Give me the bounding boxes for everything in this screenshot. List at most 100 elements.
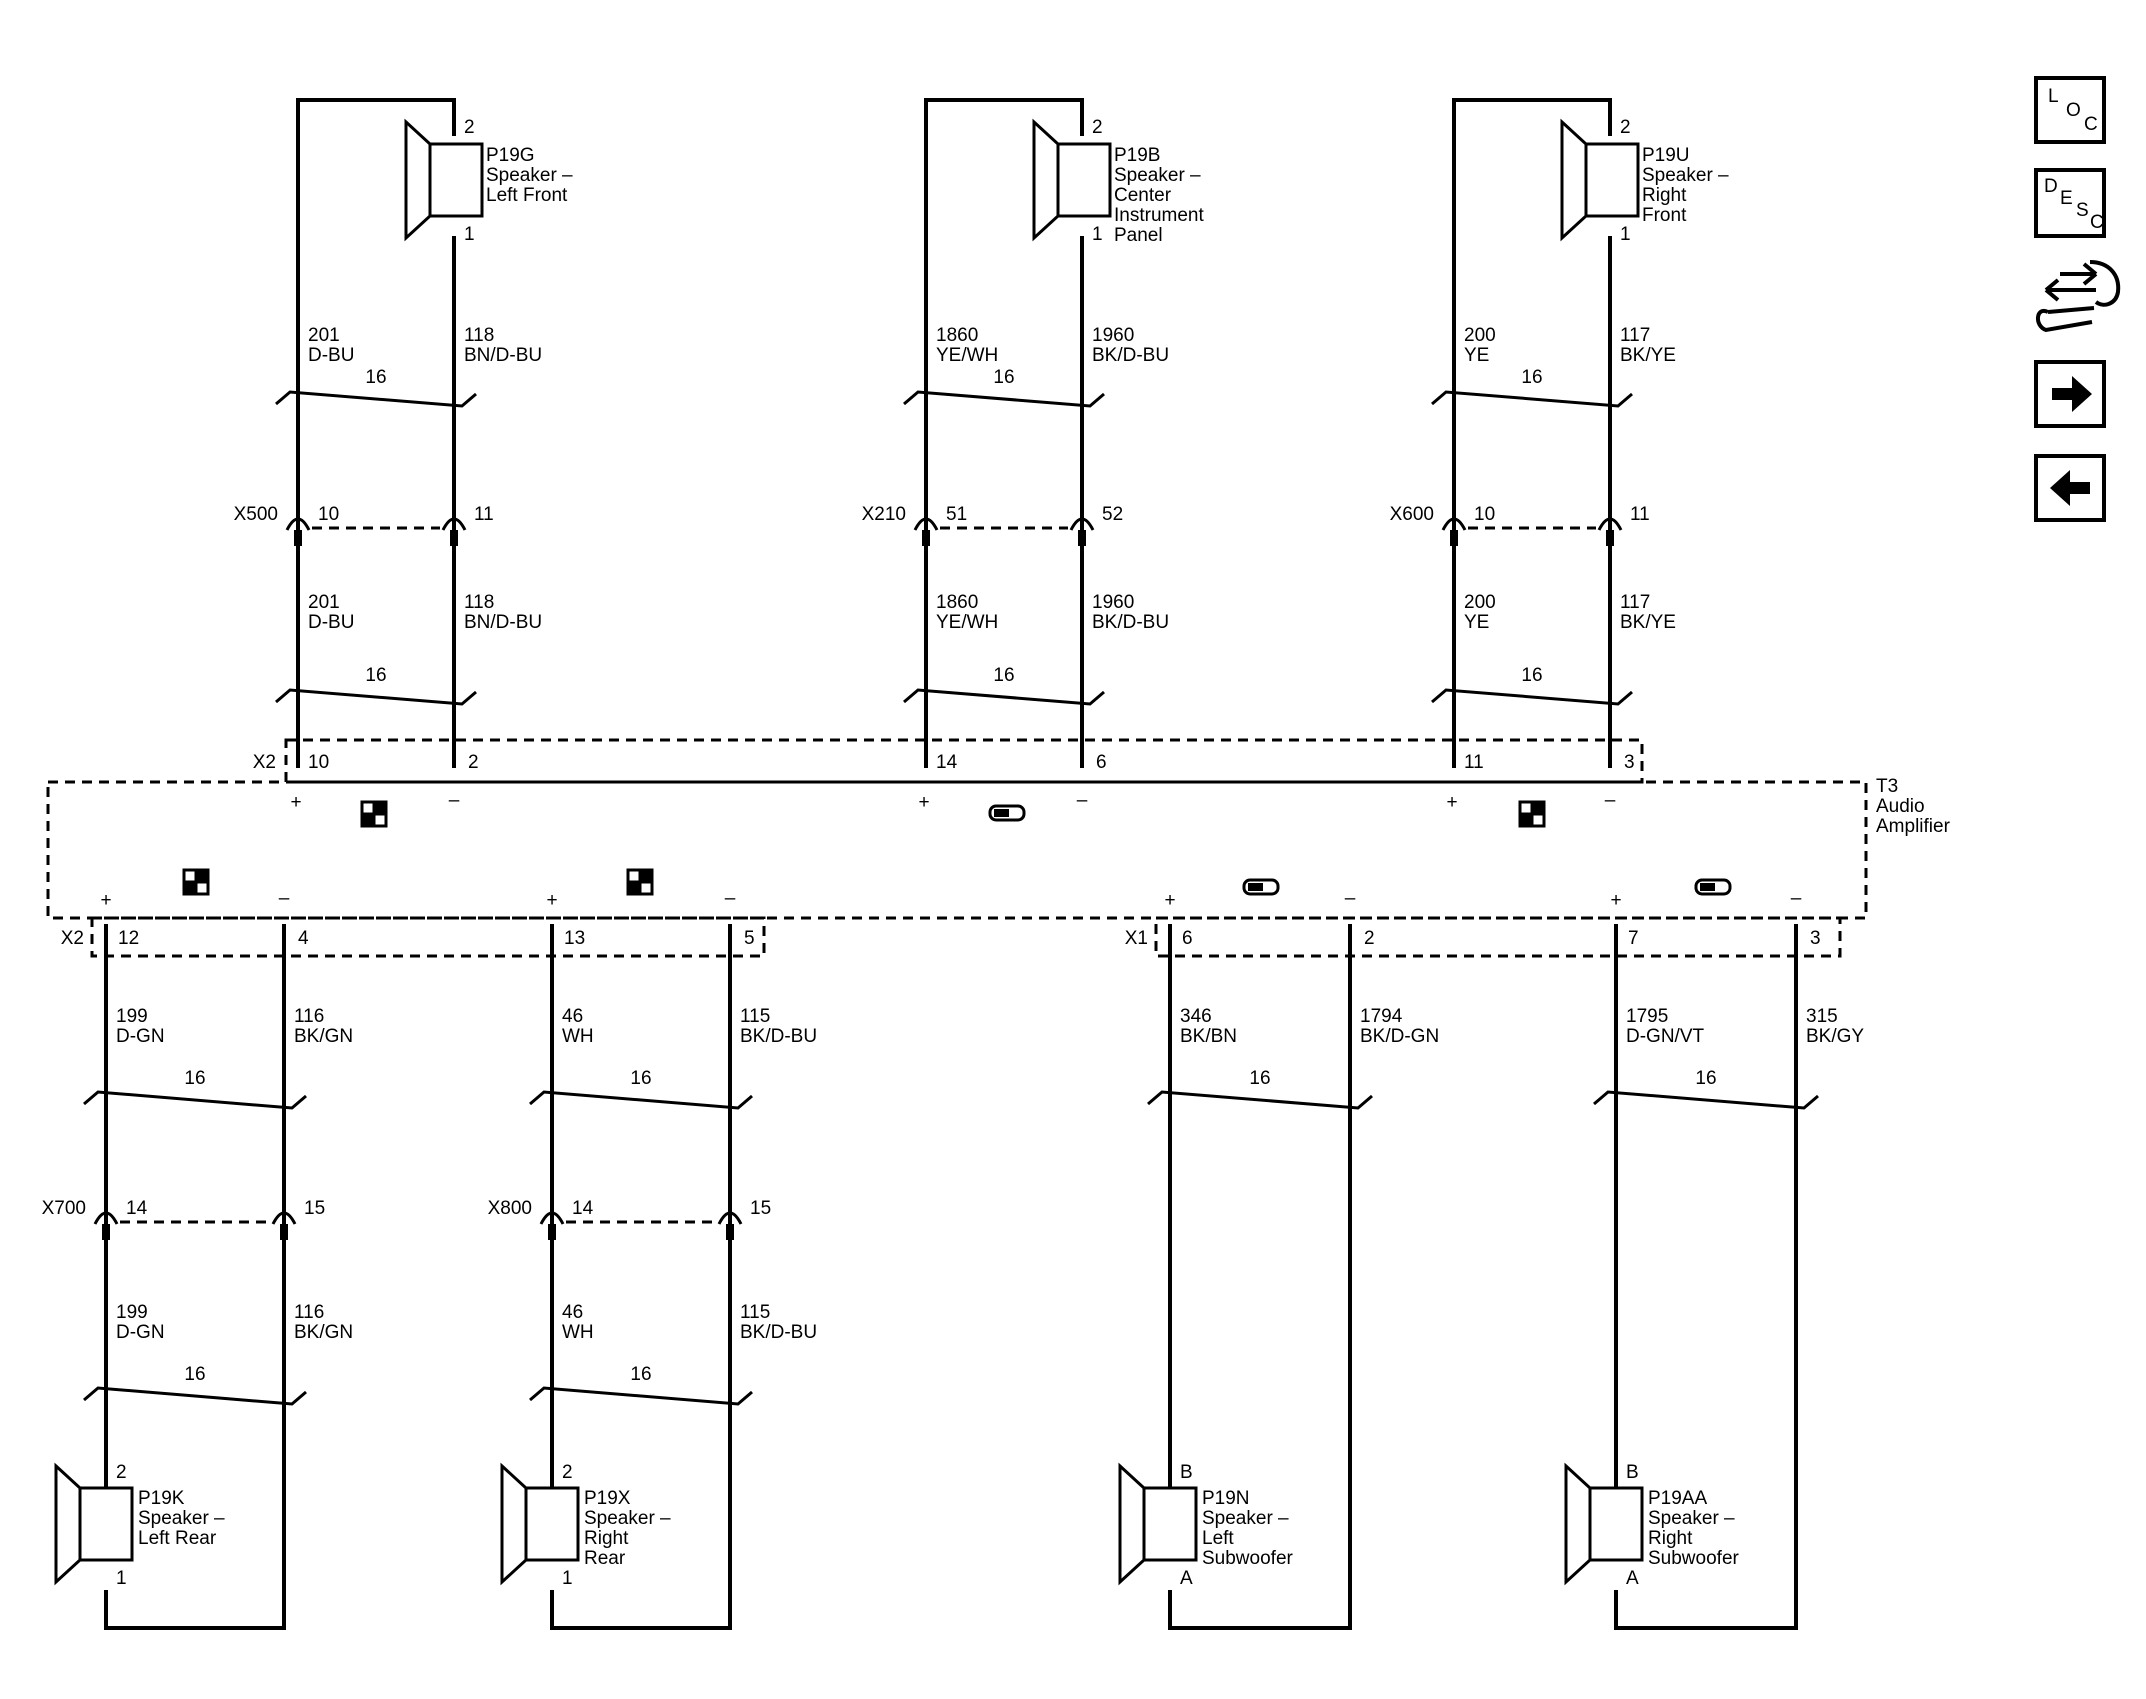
- connector-female: [271, 1211, 297, 1225]
- gauge-marker: 16: [1593, 1068, 1819, 1110]
- speaker-pin: 2: [1092, 117, 1103, 138]
- speaker-id: P19G: [486, 145, 535, 166]
- wire-color: BK/D-BU: [740, 1026, 817, 1047]
- speaker-pin: 2: [562, 1462, 573, 1483]
- icon-fill: [196, 870, 208, 882]
- amplifier-pin: 13: [564, 928, 585, 949]
- connector-id: X800: [488, 1198, 532, 1219]
- speaker-pin: 1: [1620, 224, 1631, 245]
- wire-color: D-BU: [308, 612, 354, 633]
- circuit-number: 199: [116, 1006, 148, 1027]
- circuit-number: 115: [740, 1302, 770, 1323]
- speaker-p19x: [500, 1462, 580, 1586]
- circuit-number: 46: [562, 1302, 583, 1323]
- circuit-number: 117: [1620, 592, 1650, 613]
- loc-button[interactable]: LOC: [2034, 76, 2106, 144]
- icon-fill: [1248, 883, 1263, 891]
- connector-female: [441, 517, 467, 531]
- icon-frame: [1694, 878, 1732, 896]
- speaker-name: Speaker –: [1642, 165, 1729, 186]
- circuit-number: 117: [1620, 325, 1650, 346]
- connector-male: [726, 1224, 734, 1240]
- gauge-slash: [1431, 390, 1633, 408]
- amplifier-connector-bottom-x1: [1154, 916, 1842, 958]
- gauge-marker: 16: [1431, 665, 1633, 706]
- circuit-number: 201: [308, 592, 340, 613]
- previous-page-button[interactable]: [2034, 454, 2106, 522]
- amplifier-name: Audio: [1876, 796, 1925, 817]
- amplifier-pin: 3: [1624, 752, 1635, 773]
- loc-letter: L: [2048, 86, 2059, 107]
- connector-wrench-icon[interactable]: [2036, 260, 2121, 333]
- connector-id: X2: [61, 928, 84, 949]
- wire-color: BK/BN: [1180, 1026, 1237, 1047]
- icon-fill: [1532, 802, 1544, 814]
- speaker-name: Front: [1642, 205, 1687, 226]
- speaker-horn: [404, 118, 432, 242]
- twisted-pair-icon: [182, 868, 210, 896]
- speaker-id: P19N: [1202, 1488, 1250, 1509]
- button-frame: [2034, 454, 2106, 522]
- speaker-pin: 2: [464, 117, 475, 138]
- shielded-pair-icon: [988, 804, 1026, 822]
- speaker-p19aa: [1564, 1462, 1644, 1586]
- gauge-slash: [903, 390, 1105, 408]
- wire-color: BK/GN: [294, 1322, 353, 1343]
- connector-female: [285, 517, 311, 531]
- speaker-magnet: [78, 1486, 134, 1562]
- twisted-pair-icon: [360, 800, 388, 828]
- gauge-slash: [1593, 1090, 1819, 1110]
- connector-id: X500: [234, 504, 278, 525]
- wire-gauge: 16: [1249, 1068, 1270, 1089]
- amplifier-pin: 6: [1182, 928, 1193, 949]
- wire-gauge: 16: [365, 367, 386, 388]
- polarity-minus: –: [1077, 790, 1088, 811]
- connector-male: [1078, 530, 1086, 546]
- twisted-pair-icon: [626, 868, 654, 896]
- amplifier-pin: 5: [744, 928, 755, 949]
- button-frame: [2034, 168, 2106, 238]
- gauge-slash: [903, 688, 1105, 706]
- wire-gauge: 16: [1695, 1068, 1716, 1089]
- polarity-plus: +: [1164, 890, 1175, 911]
- speaker-horn: [1564, 1462, 1592, 1586]
- gauge-marker: 16: [1147, 1068, 1373, 1110]
- wire-color: BK/GY: [1806, 1026, 1864, 1047]
- wire-color: WH: [562, 1322, 594, 1343]
- wire-negative: [104, 924, 286, 1630]
- speaker-pin: 2: [116, 1462, 127, 1483]
- amplifier-pin: 10: [308, 752, 329, 773]
- wire-positive: [1452, 98, 1612, 768]
- speaker-pin: 1: [116, 1568, 127, 1589]
- circuit-number: 116: [294, 1006, 324, 1027]
- speaker-magnet: [1588, 1486, 1644, 1562]
- speaker-p19k: [54, 1462, 134, 1586]
- wire-color: BK/D-BU: [1092, 612, 1169, 633]
- wire-color: BK/YE: [1620, 345, 1676, 366]
- next-page-button[interactable]: [2034, 360, 2106, 428]
- icon-fill: [1520, 814, 1532, 826]
- circuit-number: 1860: [936, 592, 978, 613]
- polarity-plus: +: [918, 792, 929, 813]
- gauge-slash: [1147, 1090, 1373, 1110]
- connector-id: X2: [253, 752, 276, 773]
- loc-letter: C: [2084, 114, 2098, 135]
- shielded-pair-icon: [1242, 878, 1280, 896]
- speaker-name: Left Front: [486, 185, 568, 206]
- gauge-slash: [83, 1386, 307, 1406]
- circuit-number: 315: [1806, 1006, 1838, 1027]
- connector-id: X700: [42, 1198, 86, 1219]
- speaker-magnet: [524, 1486, 580, 1562]
- connector-female: [717, 1211, 743, 1225]
- speaker-p19g: [404, 118, 484, 242]
